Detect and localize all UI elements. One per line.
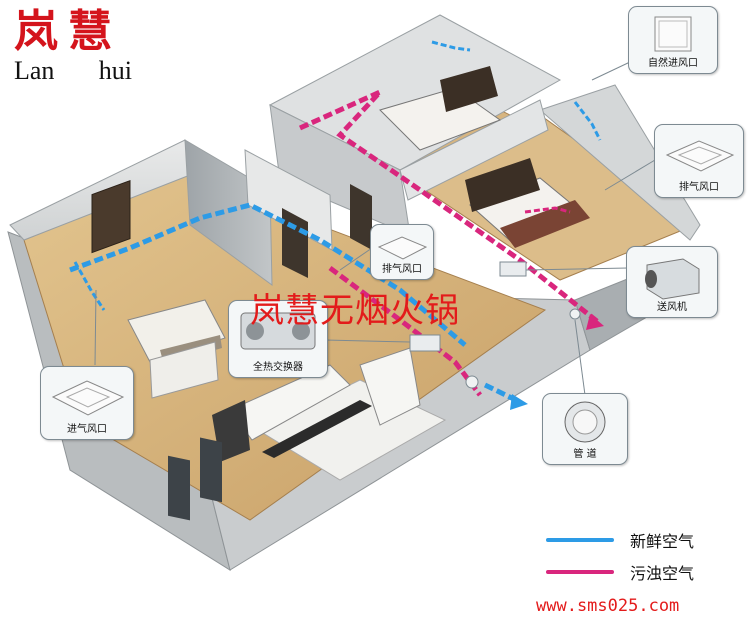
leader-inlet: [94, 289, 97, 366]
brand-en-left: Lan: [14, 56, 55, 85]
fresh-air-vent-jets-right: [573, 101, 602, 141]
legend-fresh-air: 新鲜空气: [546, 528, 694, 552]
callout-label: 排气风口: [382, 264, 422, 275]
legend-stale-label: 污浊空气: [630, 564, 695, 583]
website-url: www.sms025.com: [536, 596, 680, 616]
window-front-2: [200, 437, 222, 503]
watermark-text: 岚慧无烟火锅: [250, 291, 460, 331]
callout-label: 排气风口: [679, 182, 719, 193]
ceiling-inlet-vent-icon: [51, 380, 125, 416]
brand-name-en: Lan hui: [14, 56, 132, 86]
stale-air-jets-bed: [524, 206, 571, 214]
callout-natural-inlet: 自然进风口: [628, 6, 718, 74]
callout-exhaust-right: 排气风口: [654, 124, 744, 198]
wall-right-top: [539, 84, 701, 241]
callout-label: 送风机: [657, 302, 687, 313]
callout-label: 全热交换器: [253, 362, 303, 373]
callout-heat-exchanger: 全热交换器: [228, 300, 328, 378]
fresh-air-duct-left: [69, 202, 467, 347]
legend-fresh-label: 新鲜空气: [630, 532, 695, 551]
wall-divider: [399, 99, 549, 201]
callout-duct: 管 道: [542, 393, 628, 465]
fan-unit: [499, 261, 527, 277]
ceiling-exhaust-vent-icon: [665, 140, 735, 172]
heat-exchanger-icon: [240, 312, 316, 350]
legend-stale-air: 污浊空气: [546, 560, 694, 584]
callout-label: 自然进风口: [648, 58, 698, 69]
brand-logo: 岚慧 Lan hui: [14, 8, 144, 86]
legend-fresh-line: [546, 538, 614, 542]
heat-exchanger-unit: [409, 334, 441, 352]
bed-right-headboard: [465, 158, 540, 212]
duct-outlet-2: [569, 308, 581, 320]
sideboard: [149, 341, 219, 399]
natural-inlet-vent-icon: [654, 16, 692, 52]
sofa-right: [359, 347, 421, 426]
callout-exhaust-center: 排气风口: [370, 224, 434, 280]
fresh-air-vent-jets-left: [73, 261, 106, 311]
brand-name-cn: 岚慧: [14, 6, 122, 57]
leader-fan: [525, 267, 629, 271]
fresh-arrow-in: [510, 394, 528, 410]
bed-back-headboard: [440, 66, 498, 112]
duct-outlet-1: [465, 375, 479, 389]
rug-stripes: [262, 400, 372, 458]
leader-exhaust-center: [339, 247, 373, 271]
leader-natural-inlet: [591, 61, 631, 81]
fresh-air-vent-jets-top: [431, 40, 471, 52]
bed-right-cover: [500, 200, 590, 248]
legend-stale-line: [546, 570, 614, 574]
leader-exhaust-right: [604, 159, 656, 191]
duct-cap-icon: [564, 401, 606, 443]
door-left: [91, 180, 131, 254]
brand-en-right: hui: [98, 56, 132, 85]
stale-arrow-out: [586, 314, 604, 330]
ceiling-exhaust-vent-icon: [377, 236, 428, 260]
window-front-1: [168, 455, 190, 521]
door-right: [350, 184, 372, 250]
callout-label: 进气风口: [67, 424, 107, 435]
wall-bath: [244, 149, 333, 251]
callout-fan: 送风机: [626, 246, 718, 318]
callout-label: 管 道: [573, 449, 597, 460]
fan-box-icon: [645, 258, 700, 300]
callout-inlet: 进气风口: [40, 366, 134, 440]
dining-table: [127, 299, 226, 363]
leader-heat-exchanger: [324, 339, 411, 343]
leader-duct: [574, 319, 586, 396]
